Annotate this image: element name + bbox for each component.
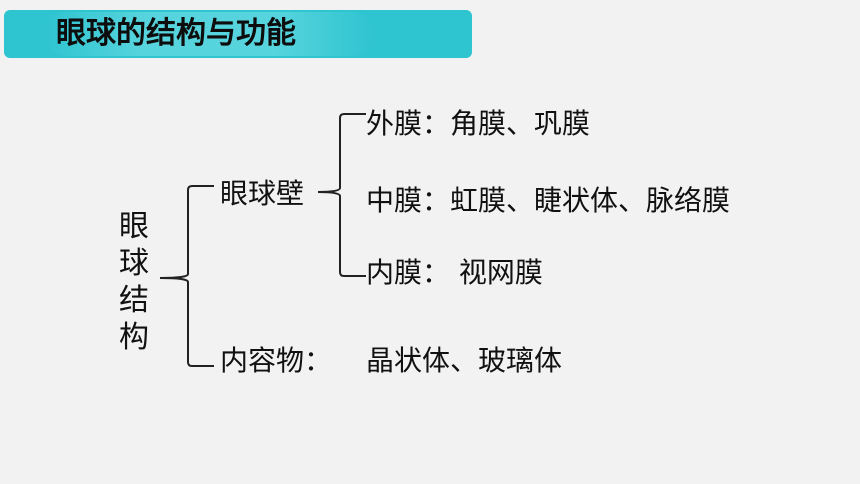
- middle-layer-item: 中膜：虹膜、睫状体、脉络膜: [366, 184, 731, 217]
- title-bar: 眼球的结构与功能: [4, 10, 472, 58]
- root-char: 构: [119, 320, 149, 355]
- root-char: 眼: [119, 209, 149, 244]
- root-char: 结: [119, 283, 149, 318]
- root-char: 球: [119, 246, 149, 281]
- page-title: 眼球的结构与功能: [56, 16, 296, 51]
- inner-brace: [317, 113, 366, 277]
- outer-layer-item: 外膜：角膜、巩膜: [366, 107, 591, 140]
- outer-brace: [159, 185, 214, 367]
- root-label-eye-structure: 眼 球 结 构: [116, 208, 152, 356]
- contents-label: 内容物：: [220, 344, 333, 377]
- inner-layer-item: 内膜： 视网膜: [366, 256, 543, 289]
- title-highlight: [44, 12, 374, 56]
- contents-value: 晶状体、玻璃体: [366, 344, 563, 377]
- eyeball-wall-label: 眼球壁: [220, 177, 305, 210]
